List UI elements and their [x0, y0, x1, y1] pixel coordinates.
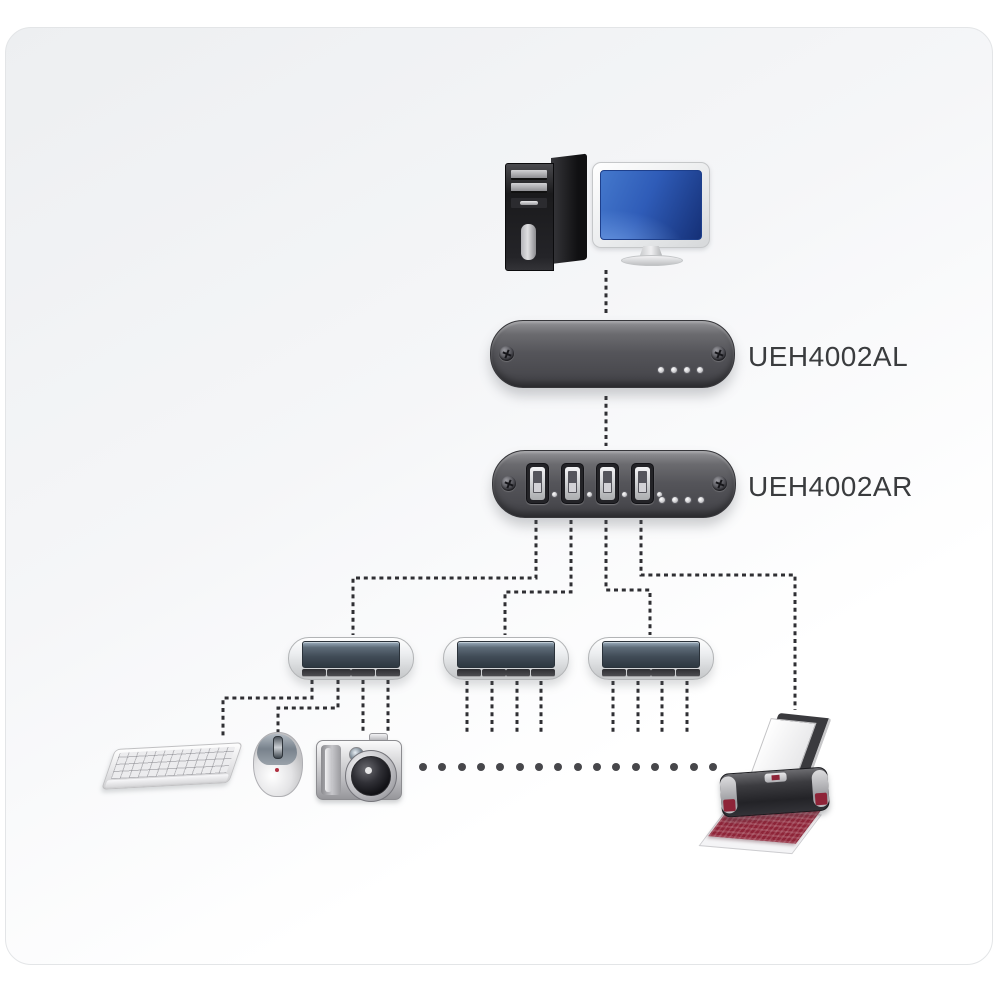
- usb-port-icon: [526, 463, 549, 504]
- monitor-screen: [600, 170, 702, 240]
- printer-icon: [698, 712, 846, 855]
- usb-hub-1: [288, 637, 414, 680]
- hub-screen: [602, 641, 700, 668]
- port-led-icon: [621, 491, 628, 498]
- screw-icon: [501, 476, 516, 491]
- monitor-icon: [592, 162, 710, 266]
- scroll-wheel-icon: [273, 736, 283, 759]
- camera-lens-icon: [345, 750, 397, 802]
- local-unit-label: UEH4002AL: [748, 341, 909, 372]
- usb-hub-3: [588, 637, 714, 680]
- port-led-icon: [586, 491, 593, 498]
- remote-extender-unit: [492, 450, 736, 518]
- drive-bay-icon: [511, 170, 547, 180]
- front-door-icon: [521, 224, 536, 260]
- pc-tower-icon: [505, 153, 589, 272]
- ellipsis-dots: [419, 763, 717, 771]
- usb-port-icon: [631, 463, 654, 504]
- hub-screen: [457, 641, 555, 668]
- local-extender-unit: [490, 320, 735, 388]
- usb-port-icon: [596, 463, 619, 504]
- camera-icon: [316, 733, 402, 802]
- keyboard-icon: [100, 742, 245, 794]
- led-strip: [657, 366, 704, 374]
- mouse-icon: [253, 732, 303, 798]
- hub-screen: [302, 641, 400, 668]
- led-strip: [658, 496, 705, 504]
- hub-slots: [602, 669, 700, 677]
- usb-hub-2: [443, 637, 569, 680]
- screw-icon: [712, 476, 727, 491]
- hub-slots: [302, 669, 400, 677]
- usb-port-icon: [561, 463, 584, 504]
- screw-icon: [711, 346, 726, 361]
- port-led-icon: [551, 491, 558, 498]
- remote-unit-label: UEH4002AR: [748, 471, 913, 502]
- drive-bay-icon: [511, 183, 547, 193]
- screw-icon: [499, 346, 514, 361]
- usb-port-row: [526, 463, 654, 504]
- hub-slots: [457, 669, 555, 677]
- media-panel-icon: [511, 198, 547, 208]
